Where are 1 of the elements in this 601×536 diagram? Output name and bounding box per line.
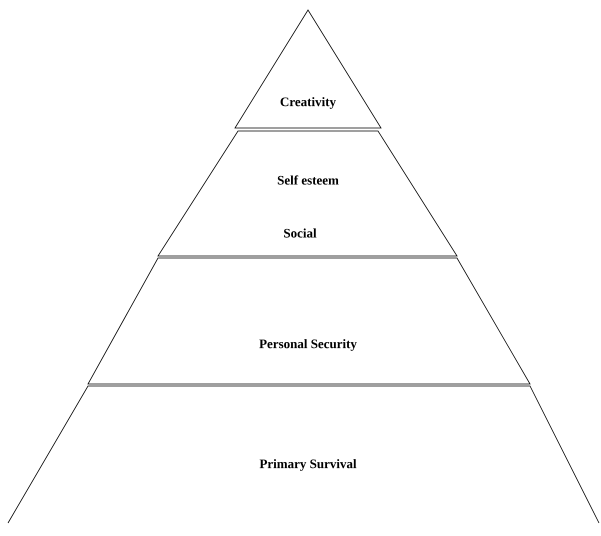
pyramid-tier: Primary Survival — [8, 386, 600, 524]
